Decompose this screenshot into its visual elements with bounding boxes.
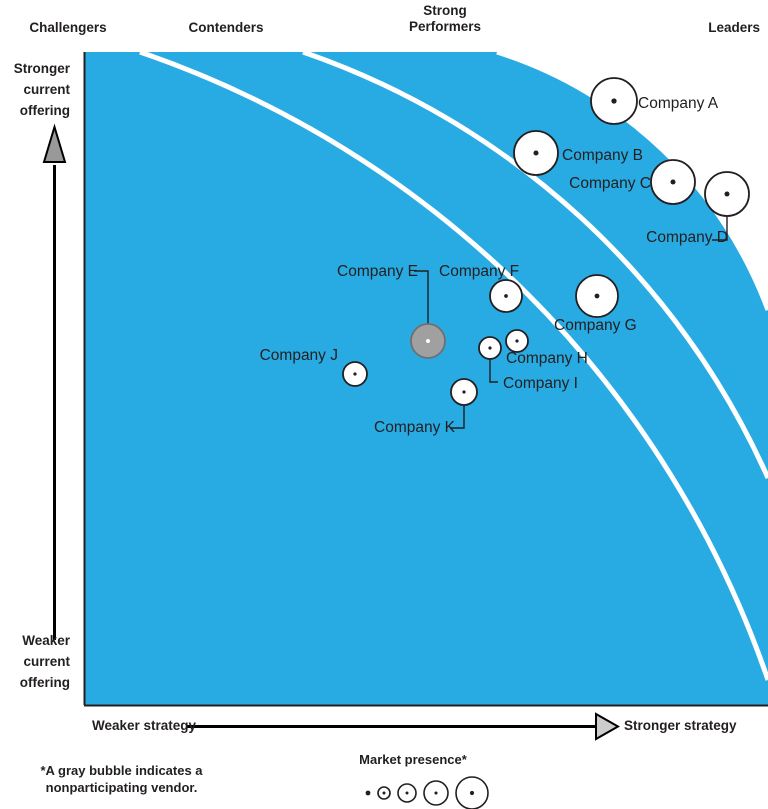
band-divider-inner — [496, 52, 768, 311]
bubble-company-g[interactable] — [575, 274, 619, 318]
label-company-f: Company F — [439, 263, 520, 280]
bubble-company-e[interactable] — [410, 323, 446, 359]
legend-bubble-4 — [423, 780, 449, 806]
bubble-company-c[interactable] — [650, 159, 696, 205]
legend-bubble-3 — [397, 783, 417, 803]
band-leaders — [84, 52, 768, 705]
bubble-company-f[interactable] — [489, 279, 523, 313]
legend-title: Market presence* — [359, 752, 467, 767]
leader-line — [489, 359, 498, 383]
label-company-i: Company I — [503, 375, 578, 392]
legend-bubble-5 — [455, 776, 489, 809]
leader-line — [712, 216, 728, 241]
bubble-company-h[interactable] — [505, 329, 529, 353]
label-company-g: Company G — [554, 317, 637, 334]
bubble-company-k[interactable] — [450, 378, 478, 406]
label-company-d: Company D — [646, 229, 728, 246]
label-company-a: Company A — [638, 95, 719, 112]
label-company-k: Company K — [374, 419, 455, 436]
segment-label-challengers: Challengers — [29, 20, 107, 35]
y-axis-arrow-icon — [42, 123, 67, 640]
market-presence-legend — [365, 776, 489, 809]
label-company-b: Company B — [562, 147, 643, 164]
leader-line — [450, 405, 465, 429]
x-axis-label-stronger: Stronger strategy — [624, 718, 737, 733]
x-axis-label-weaker: Weaker strategy — [92, 718, 197, 733]
bubble-company-i[interactable] — [478, 336, 502, 360]
bubble-company-d[interactable] — [704, 171, 750, 217]
legend-bubble-2 — [377, 786, 391, 800]
bubble-company-a[interactable] — [590, 77, 638, 125]
segment-label-contenders: Contenders — [188, 20, 264, 35]
label-company-c: Company C — [569, 175, 651, 192]
bubble-company-j[interactable] — [342, 361, 368, 387]
band-divider-outer — [139, 52, 768, 681]
bubble-company-b[interactable] — [513, 130, 559, 176]
segment-label-leaders: Leaders — [708, 20, 760, 35]
footnote-gray-bubble: *A gray bubble indicates a nonparticipat… — [40, 763, 203, 795]
label-company-e: Company E — [337, 263, 418, 280]
company-bubbles — [342, 77, 750, 429]
legend-bubble-1 — [365, 790, 371, 796]
band-divider-middle — [302, 52, 768, 480]
wave-bands — [84, 52, 768, 705]
label-company-h: Company H — [506, 350, 588, 367]
label-company-j: Company J — [259, 347, 338, 364]
x-axis-arrow-icon — [187, 712, 621, 741]
leader-line — [414, 270, 429, 324]
